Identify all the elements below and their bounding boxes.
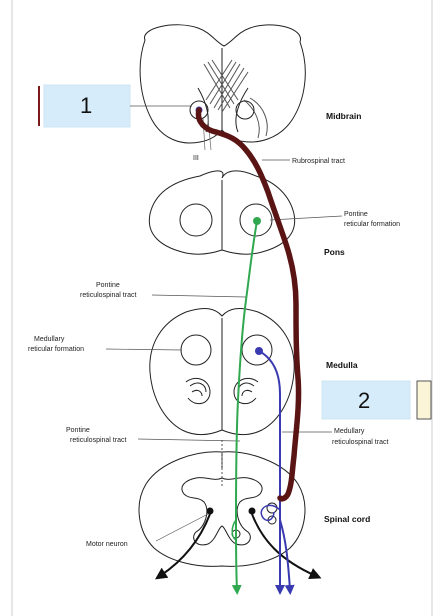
rubrospinal-tract-label: Rubrospinal tract [292, 158, 345, 165]
pontine-reticulospinal-tract [231, 220, 258, 595]
answer-box-1-label: 1 [80, 93, 92, 118]
pontine-rst-label-1a: Pontine [96, 282, 120, 289]
pons-section [148, 170, 296, 255]
medulla-label: Medulla [326, 360, 358, 370]
nerve-III-label: III [193, 155, 199, 162]
motor-neuron-right [248, 507, 256, 515]
medullary-rst-label-1: Medullary [334, 428, 365, 435]
medullary-rst-label-2: reticulospinal tract [332, 439, 388, 446]
pons-label: Pons [324, 247, 345, 257]
motor-neuron-label: Motor neuron [86, 541, 128, 548]
medullary-rf-label-1: Medullary [34, 336, 65, 343]
answer-box-2-label: 2 [358, 388, 370, 413]
pontine-rf-label-2: reticular formation [344, 221, 400, 228]
rubrospinal-tract [195, 107, 302, 502]
pontine-rst-label-2b: reticulospinal tract [70, 437, 126, 444]
medullary-reticulospinal-tract [258, 350, 285, 595]
answer-box-1[interactable]: 1 [38, 84, 192, 128]
pontine-rf-label-1: Pontine [344, 211, 368, 218]
medulla-section [149, 308, 295, 435]
pontine-rst-label-1b: reticulospinal tract [80, 292, 136, 299]
midbrain-label: Midbrain [326, 111, 361, 121]
motor-neuron-left [206, 507, 214, 515]
spinal-cord-label: Spinal cord [324, 514, 370, 524]
pontine-rf-nucleus [253, 217, 261, 225]
pontine-rst-label-2a: Pontine [66, 427, 90, 434]
medullary-rf-label-2: reticular formation [28, 346, 84, 353]
answer-box-2[interactable]: 2 [321, 380, 432, 420]
